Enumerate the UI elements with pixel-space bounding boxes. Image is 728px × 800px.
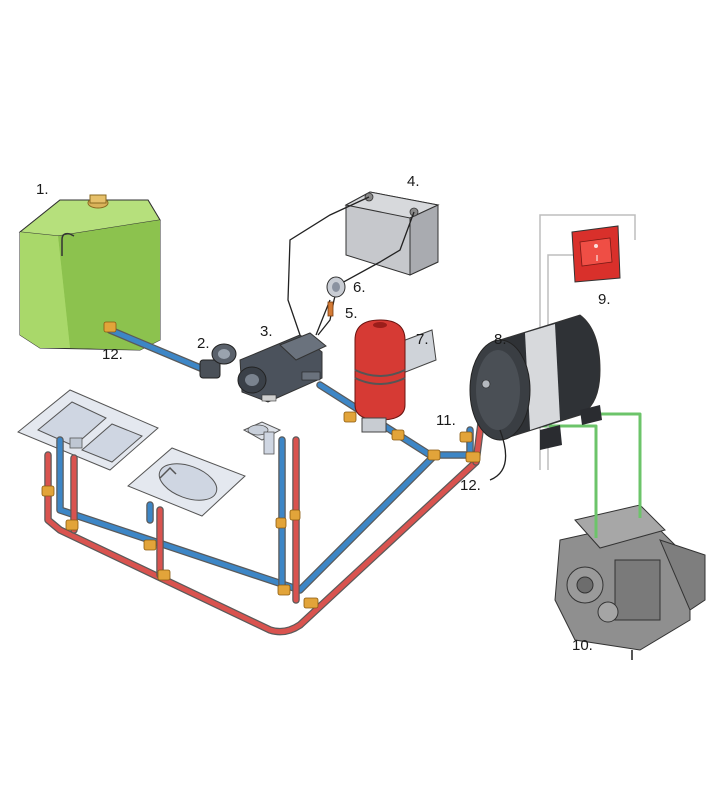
label-engine: 10. [572, 637, 593, 654]
battery [344, 191, 440, 276]
water-tank [18, 194, 161, 351]
strainer [199, 343, 237, 379]
engine [554, 504, 706, 660]
label-heater-fitting: 12. [460, 477, 481, 494]
brass-fittings [41, 321, 481, 609]
label-fuse: 5. [345, 305, 358, 322]
pressure-switch [326, 276, 346, 298]
double-sink [17, 389, 159, 471]
label-pump: 3. [260, 323, 273, 340]
label-accumulator: 7. [416, 331, 429, 348]
switch [571, 225, 621, 283]
shower-mixer [242, 421, 282, 455]
label-strainer: 2. [197, 335, 210, 352]
accumulator [354, 319, 437, 433]
label-tank-fitting: 12. [102, 346, 123, 363]
component-labels: 1. 2. 3. 4. 5. 6. 7. 8. 9. 10. 11. 12. 1… [36, 173, 611, 654]
label-water-heater: 8. [494, 331, 507, 348]
water-heater [469, 314, 602, 481]
label-valve: 11. [436, 412, 456, 429]
cold-water-pipes [56, 326, 474, 594]
single-sink [127, 447, 246, 517]
label-pressure-switch: 6. [353, 279, 366, 296]
label-battery: 4. [407, 173, 420, 190]
label-tank: 1. [36, 181, 49, 198]
pump [237, 332, 327, 403]
fuse [327, 301, 334, 317]
label-switch: 9. [598, 291, 611, 308]
